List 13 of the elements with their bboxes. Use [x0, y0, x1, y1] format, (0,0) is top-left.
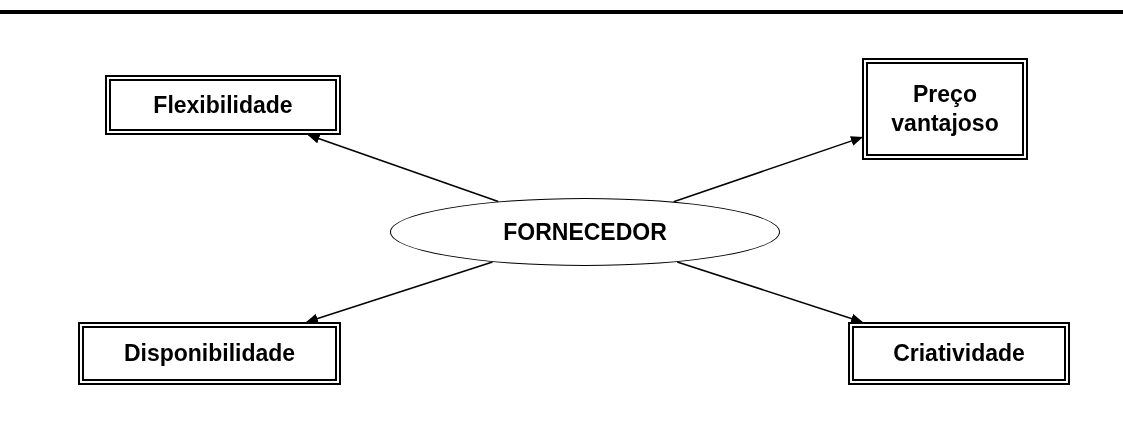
double-border-box — [78, 322, 341, 385]
double-border-box — [848, 322, 1070, 385]
arrow — [307, 133, 499, 203]
arrow — [676, 261, 863, 324]
node-label: Disponibilidade — [123, 339, 296, 368]
node-label: Criatividade — [893, 339, 1025, 368]
node-label: FORNECEDOR — [503, 217, 667, 247]
double-border-box — [862, 58, 1028, 160]
double-border-box — [105, 75, 341, 135]
node-label: Flexibilidade — [153, 90, 293, 120]
arrow — [305, 261, 494, 324]
arrow — [672, 136, 863, 203]
node-label: Preço vantajoso — [890, 80, 1000, 138]
